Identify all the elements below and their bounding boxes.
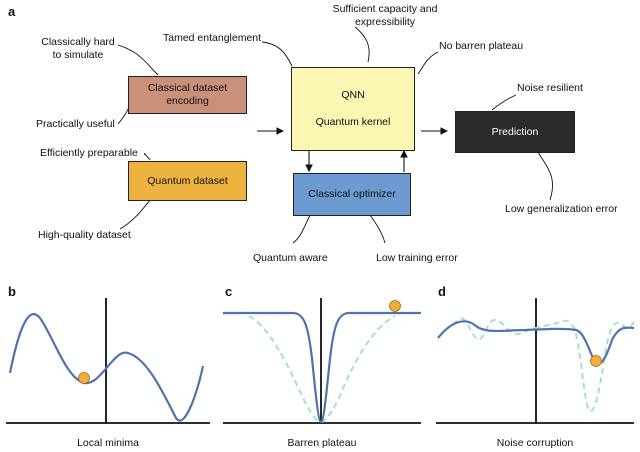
- panel-d-caption: Noise corruption: [496, 437, 574, 449]
- leader-quantum-aware: [292, 214, 311, 244]
- panel-b-plot: [6, 298, 210, 424]
- leader-low-training: [369, 214, 386, 244]
- leader-efficiently-preparable: [143, 153, 151, 161]
- panel-c-dashed-curve: [248, 315, 396, 424]
- prediction-box: Prediction: [455, 111, 575, 153]
- qnn-label: QNN: [341, 89, 365, 101]
- annotation-no-barren-plateau: No barren plateau: [439, 40, 524, 52]
- qnn-box: QNN Quantum kernel: [291, 67, 415, 151]
- annotation-sufficient-capacity: Sufficient capacity and expressibility: [332, 3, 438, 28]
- panel-c-plot: [223, 298, 421, 424]
- panel-d-dashed-curve: [437, 317, 634, 412]
- annotation-efficiently-preparable: Efficiently preparable: [40, 147, 138, 159]
- annotation-low-training-error: Low training error: [376, 252, 458, 264]
- annotation-noise-resilient: Noise resilient: [517, 82, 583, 94]
- annotation-practically-useful: Practically useful: [36, 118, 115, 130]
- quantum-dataset-box: Quantum dataset: [128, 161, 247, 201]
- classical-optimizer-box: Classical optimizer: [293, 173, 411, 216]
- panel-b-letter: b: [8, 284, 16, 299]
- leader-high-quality: [119, 199, 151, 230]
- panel-d-ball: [590, 355, 602, 367]
- classical-optimizer-label: Classical optimizer: [308, 188, 396, 200]
- leader-classically-hard: [117, 44, 159, 76]
- panel-c-caption: Barren plateau: [287, 437, 357, 449]
- panel-d-plot: [436, 298, 634, 424]
- annotation-tamed-entanglement: Tamed entanglement: [163, 32, 262, 44]
- quantum-dataset-label: Quantum dataset: [147, 174, 228, 187]
- quantum-kernel-label: Quantum kernel: [315, 116, 391, 128]
- prediction-label: Prediction: [491, 125, 539, 138]
- annotation-classically-hard: Classically hard to simulate: [41, 36, 115, 61]
- annotation-quantum-aware: Quantum aware: [253, 252, 328, 264]
- panel-b-ball: [78, 372, 90, 384]
- panel-d-letter: d: [438, 284, 446, 299]
- panel-b-loss-curve: [8, 313, 205, 422]
- panel-a-letter: a: [8, 4, 16, 19]
- leader-sufficient-capacity: [354, 26, 370, 63]
- panel-c-ball: [389, 300, 401, 312]
- panel-d-loss-curve: [437, 320, 634, 365]
- annotation-high-quality-dataset: High-quality dataset: [38, 229, 131, 241]
- panel-c-loss-curve: [223, 311, 421, 424]
- classical-dataset-encoding-label: Classical dataset encoding: [147, 82, 228, 107]
- classical-dataset-encoding-box: Classical dataset encoding: [128, 76, 247, 114]
- leader-no-barren-plateau: [417, 51, 439, 75]
- leader-noise-resilient: [491, 94, 517, 111]
- leader-tamed-entanglement: [261, 41, 293, 67]
- leader-low-generalization: [537, 151, 553, 201]
- annotation-low-generalization-error: Low generalization error: [505, 203, 618, 215]
- panel-b-caption: Local minima: [77, 437, 139, 449]
- panel-c-letter: c: [225, 284, 233, 299]
